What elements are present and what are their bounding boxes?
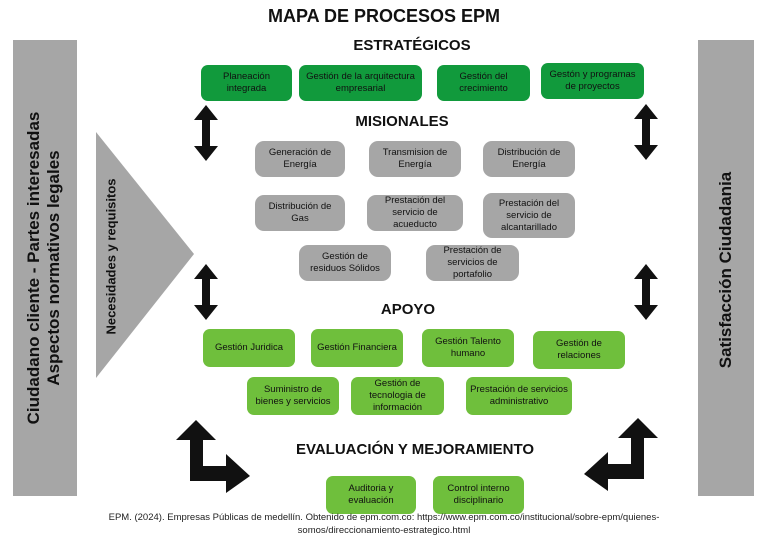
support-box: Prestación de servicios administrativo: [466, 377, 572, 415]
bent-arrow-icon: [584, 418, 658, 491]
missional-box: Transmision de Energía: [369, 141, 461, 177]
page-title: MAPA DE PROCESOS EPM: [267, 6, 501, 26]
double-arrow-icon: [194, 105, 218, 161]
strategic-box: Gestón y programas de proyectos: [541, 63, 644, 99]
missional-box: Prestación del servicio de acueducto: [367, 195, 463, 231]
missional-box: Generación de Energía: [255, 141, 345, 177]
double-arrow-icon: [634, 104, 658, 160]
needs-triangle: [96, 132, 194, 378]
citation-line1: EPM. (2024). Empresas Públicas de medell…: [108, 512, 660, 523]
missional-box: Distribución de Gas: [255, 195, 345, 231]
support-box: Suministro de bienes y servicios: [247, 377, 339, 415]
strategic-box: Gestión del crecimiento: [437, 65, 530, 101]
support-box: Gestión de tecnologia de información: [351, 377, 444, 415]
strategic-box: Planeación integrada: [201, 65, 292, 101]
bent-arrow-icon: [176, 420, 250, 493]
missional-box: Gestión de residuos Sólidos: [299, 245, 391, 281]
left-panel-line2: Aspectos normativos legales: [44, 150, 63, 386]
left-panel: Ciudadano cliente - Partes interesadas A…: [13, 40, 77, 496]
double-arrow-icon: [634, 264, 658, 320]
left-panel-line1: Ciudadano cliente - Partes interesadas: [24, 111, 43, 425]
missional-box: Distribución de Energía: [483, 141, 575, 177]
support-box: Gestión Financiera: [311, 329, 403, 367]
missional-box: Prestación de servicios de portafolio: [426, 245, 519, 281]
evaluation-box: Auditoria y evaluación: [326, 476, 416, 514]
support-box: Gestión de relaciones: [533, 331, 625, 369]
heading-evaluacion: EVALUACIÓN Y MEJORAMIENTO: [295, 441, 535, 458]
citation: EPM. (2024). Empresas Públicas de medell…: [0, 511, 768, 537]
evaluation-box: Control interno disciplinario: [433, 476, 524, 514]
right-panel: Satisfacción Ciudadania: [698, 40, 754, 496]
heading-misionales: MISIONALES: [355, 113, 449, 130]
missional-box: Prestación del servicio de alcantarillad…: [483, 193, 575, 238]
double-arrow-icon: [194, 264, 218, 320]
right-panel-label: Satisfacción Ciudadania: [716, 171, 735, 369]
support-box: Gestión Juridica: [203, 329, 295, 367]
support-box: Gestión Talento humano: [422, 329, 514, 367]
heading-apoyo: APOYO: [380, 301, 436, 318]
citation-line2: somos/direccionamiento-estrategico.html: [297, 525, 471, 536]
triangle-label: Necesidades y requisitos: [103, 178, 119, 335]
strategic-box: Gestión de la arquitectura empresarial: [299, 65, 422, 101]
heading-estrategicos: ESTRATÉGICOS: [353, 37, 471, 54]
